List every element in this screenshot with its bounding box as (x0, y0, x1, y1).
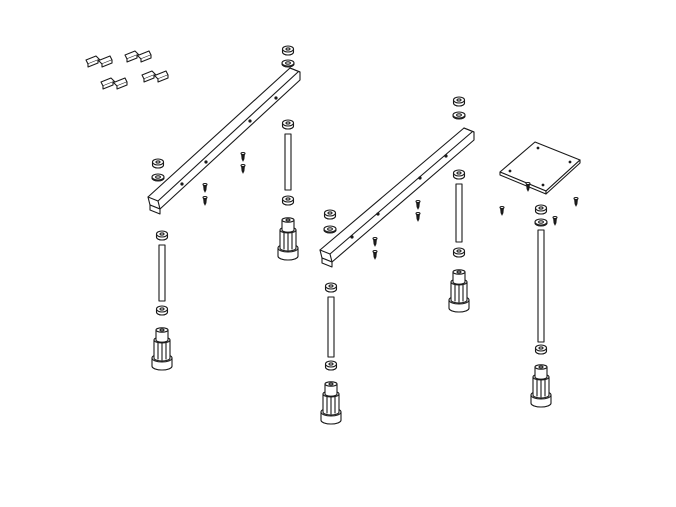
rod-assembly-bottom-left (151, 230, 173, 371)
rod-assembly-top-middle (448, 96, 470, 313)
rail-channel-middle (319, 127, 475, 268)
clip-1 (85, 55, 113, 68)
rod-assembly-right (530, 204, 552, 408)
rod-assembly-top-left (277, 45, 299, 261)
rod-assembly-bottom-middle (320, 282, 342, 425)
clip-3 (100, 77, 128, 90)
mounting-clips (85, 50, 169, 90)
mounting-plate (499, 141, 581, 195)
clip-2 (124, 50, 152, 63)
clip-4 (141, 70, 169, 83)
rail-channel-left (147, 67, 301, 215)
